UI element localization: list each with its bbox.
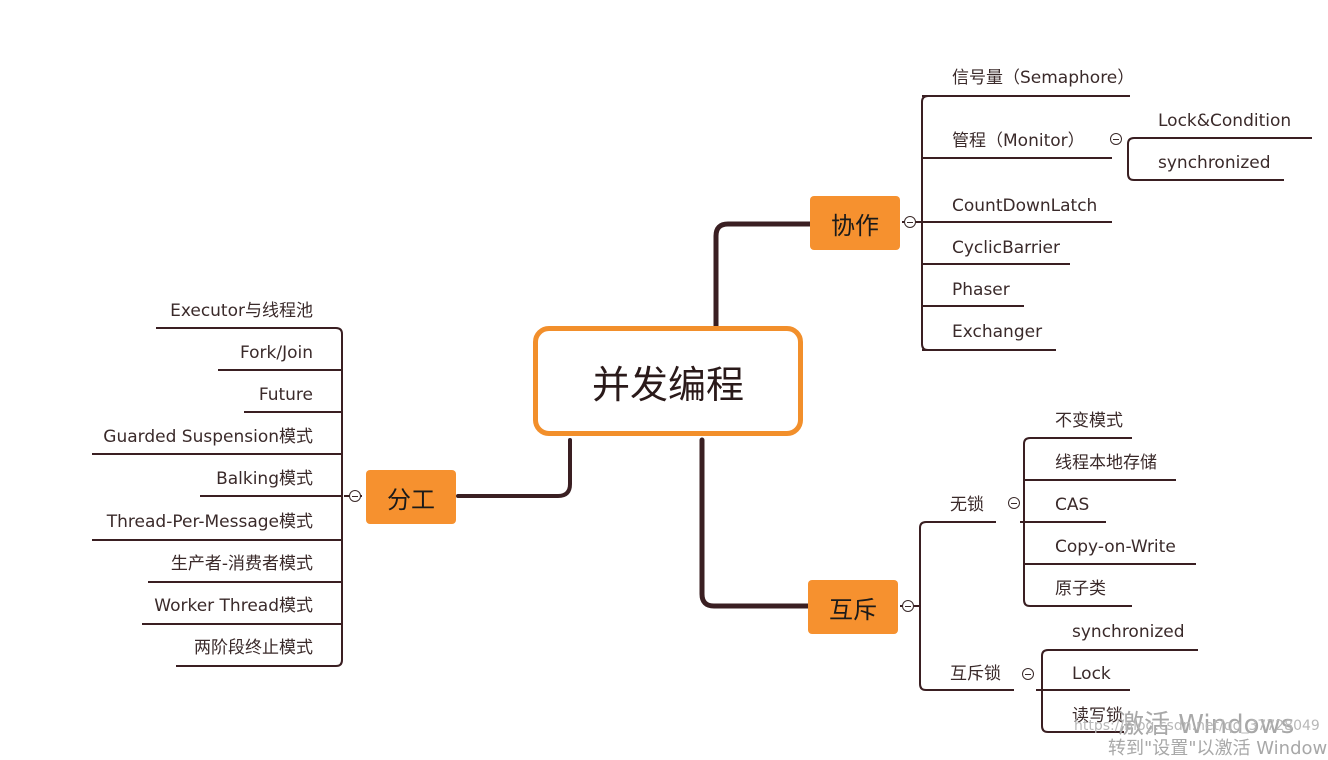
huchisuo-vertical [1041,649,1198,733]
item-lock-condition[interactable]: Lock&Condition [1158,111,1292,131]
item-lock[interactable]: Lock [1072,664,1111,684]
collapse-xiezuo-icon[interactable] [904,216,916,228]
item-forkjoin[interactable]: Fork/Join [239,343,313,363]
item-executor[interactable]: Executor与线程池 [170,301,313,321]
item-immutable[interactable]: 不变模式 [1055,411,1123,431]
item-huchisuo[interactable]: 互斥锁 [950,664,1001,684]
topic-fengong-label: 分工 [387,485,435,514]
item-copy-on-write[interactable]: Copy-on-Write [1055,537,1176,557]
item-rwlock[interactable]: 读写锁 [1072,706,1123,726]
monitor-vertical [1127,137,1312,181]
item-cyclicbarrier[interactable]: CyclicBarrier [952,238,1061,258]
item-guarded-suspension[interactable]: Guarded Suspension模式 [103,427,313,447]
item-future[interactable]: Future [258,385,313,405]
item-thread-local[interactable]: 线程本地存储 [1055,453,1157,473]
topic-huchi[interactable]: 互斥 [808,580,898,634]
collapse-monitor-icon[interactable] [1110,133,1122,145]
collapse-huchisuo-icon[interactable] [1022,668,1034,680]
item-exchanger[interactable]: Exchanger [952,322,1043,342]
trunk-to-xiezuo [713,221,813,329]
blog-url-watermark: https://blog.csdn.net/qq_37728049 [1074,718,1320,734]
item-two-phase-termination[interactable]: 两阶段终止模式 [194,638,313,658]
collapse-wusuo-icon[interactable] [1008,497,1020,509]
item-synchronized-lock[interactable]: synchronized [1072,622,1185,642]
center-topic-label: 并发编程 [591,362,744,407]
collapse-fengong-icon[interactable] [349,490,361,502]
windows-activation-hint: 转到"设置"以激活 Windows [1108,738,1328,759]
item-balking[interactable]: Balking模式 [216,469,313,489]
item-thread-per-message[interactable]: Thread-Per-Message模式 [106,512,313,532]
item-worker-thread[interactable]: Worker Thread模式 [154,596,313,616]
trunk-to-fengong [456,438,572,498]
item-atomic[interactable]: 原子类 [1055,579,1106,599]
item-monitor[interactable]: 管程（Monitor） [952,131,1085,151]
item-countdownlatch[interactable]: CountDownLatch [952,196,1098,216]
collapse-huchi-icon[interactable] [902,600,914,612]
item-synchronized-monitor[interactable]: synchronized [1158,153,1271,173]
item-phaser[interactable]: Phaser [952,280,1010,300]
center-topic[interactable]: 并发编程 [533,326,803,436]
item-semaphore[interactable]: 信号量（Semaphore） [952,68,1135,88]
topic-huchi-label: 互斥 [829,595,877,624]
branch-huchi-vertical [919,521,1014,691]
wusuo-vertical [1023,437,1132,607]
item-wusuo[interactable]: 无锁 [950,495,984,515]
topic-xiezuo[interactable]: 协作 [810,196,900,250]
windows-activation-watermark: 激活 Windows [1118,710,1295,740]
item-cas[interactable]: CAS [1055,495,1090,515]
topic-xiezuo-label: 协作 [831,211,879,240]
item-producer-consumer[interactable]: 生产者-消费者模式 [170,554,313,574]
trunk-to-huchi [699,437,811,609]
branch-fengong-vertical [156,327,343,667]
topic-fengong[interactable]: 分工 [366,470,456,524]
